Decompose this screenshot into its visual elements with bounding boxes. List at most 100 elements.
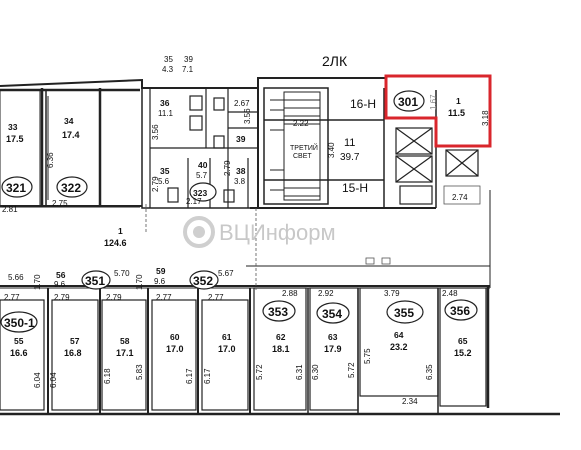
dim: 5.67	[218, 269, 234, 278]
room-38-area: 3.8	[234, 177, 246, 186]
dim: 2.34	[402, 397, 418, 406]
room-57-num: 57	[70, 336, 80, 346]
circle-350-1: 350-1	[4, 316, 35, 330]
watermark-text: ВЦИнформ	[219, 220, 336, 245]
circle-323: 323	[193, 188, 207, 198]
room-11-num: 11	[344, 137, 355, 149]
dim: 3.18	[481, 110, 490, 126]
dim: 2.48	[442, 289, 458, 298]
dim: 6.17	[185, 368, 194, 384]
circle-355: 355	[394, 306, 414, 320]
dim: 6.04	[49, 372, 58, 388]
top-area-43: 4.3	[162, 65, 174, 74]
dim: 2.79	[151, 176, 160, 192]
top-area-71: 7.1	[182, 65, 194, 74]
dim: 5.83	[135, 364, 144, 380]
dim: 2.88	[282, 289, 298, 298]
dim: 6.30	[311, 364, 320, 380]
dim: 6.17	[203, 368, 212, 384]
watermark-logo	[183, 216, 215, 248]
dim: 6.35	[425, 364, 434, 380]
room-39-num: 39	[236, 134, 246, 144]
dim: 1.70	[33, 274, 42, 290]
room-1-num: 1	[118, 226, 123, 236]
room-40-num: 40	[198, 160, 208, 170]
stairs	[263, 87, 385, 208]
circle-356: 356	[450, 304, 470, 318]
dim: 3.56	[243, 108, 252, 124]
dim: 2.75	[52, 199, 68, 208]
room-55-num: 55	[14, 336, 24, 346]
walls	[0, 77, 560, 416]
room-33-area: 17.5	[6, 134, 24, 144]
dim: 5.72	[347, 362, 356, 378]
dim: 2.74	[452, 193, 468, 202]
room-62-area: 18.1	[272, 344, 290, 354]
room-33-num: 33	[8, 122, 18, 132]
third-light-b: СВЕТ	[293, 153, 312, 160]
circle-351: 351	[85, 274, 105, 288]
room-11-area: 39.7	[340, 152, 360, 163]
room-61-num: 61	[222, 332, 232, 342]
circle-321: 321	[6, 181, 26, 195]
room-65-num: 65	[458, 336, 468, 346]
room-40-area: 5.7	[196, 171, 208, 180]
circle-322: 322	[61, 181, 81, 195]
room-57-area: 16.8	[64, 348, 82, 358]
elevators	[395, 127, 479, 205]
room-59-num: 59	[156, 266, 166, 276]
stair-dim: 2.22	[293, 119, 309, 128]
room-circles	[0, 90, 478, 333]
dim: 2.81	[2, 205, 18, 214]
dim: 6.36	[46, 152, 55, 168]
third-light-a: ТРЕТИЙ	[290, 143, 318, 152]
unit-15n: 15-Н	[342, 181, 368, 195]
dim: 6.31	[295, 364, 304, 380]
circle-354: 354	[322, 307, 342, 321]
room-36-num: 36	[160, 98, 170, 108]
dim: 2.79	[106, 293, 122, 302]
dim: 6.18	[103, 368, 112, 384]
dim: 2.77	[4, 293, 20, 302]
dim: 2.92	[318, 289, 334, 298]
dim: 5.72	[255, 364, 264, 380]
dim: 1.70	[135, 274, 144, 290]
misc-lines	[145, 185, 481, 290]
floor-label: 2ЛК	[322, 53, 348, 69]
dim: 3.40	[327, 142, 336, 158]
dim: 2.67	[234, 99, 250, 108]
room-62-num: 62	[276, 332, 286, 342]
room-56-num: 56	[56, 270, 66, 280]
highlighted-unit-outline	[384, 74, 492, 148]
room-63-num: 63	[328, 332, 338, 342]
top-num-39: 39	[184, 55, 193, 64]
circle-353: 353	[268, 305, 288, 319]
room-35-num: 35	[160, 166, 170, 176]
dim: 2.17	[186, 197, 202, 206]
room-60-area: 17.0	[166, 344, 184, 354]
room-35-area: 5.6	[158, 177, 170, 186]
circle-352: 352	[193, 274, 213, 288]
room-1-hl-num: 1	[456, 96, 461, 106]
circle-301: 301	[398, 95, 418, 109]
room-61-area: 17.0	[218, 344, 236, 354]
room-36-area: 11.1	[158, 109, 174, 118]
room-60-num: 60	[170, 332, 180, 342]
room-64-num: 64	[394, 330, 404, 340]
room-65-area: 15.2	[454, 348, 472, 358]
room-64-area: 23.2	[390, 342, 408, 352]
dim: 2.77	[208, 293, 224, 302]
dim: 6.04	[33, 372, 42, 388]
room-59-area: 9.6	[154, 277, 166, 286]
dim: 2.79	[54, 293, 70, 302]
bottom-offices	[0, 287, 487, 414]
dim: 5.70	[114, 269, 130, 278]
top-offices	[0, 88, 102, 207]
room-55-area: 16.6	[10, 348, 28, 358]
dim: 3.79	[384, 289, 400, 298]
room-34-num: 34	[64, 116, 74, 126]
dim: 3.56	[151, 124, 160, 140]
room-56-area: 9.6	[54, 280, 66, 289]
dim: 5.66	[8, 273, 24, 282]
